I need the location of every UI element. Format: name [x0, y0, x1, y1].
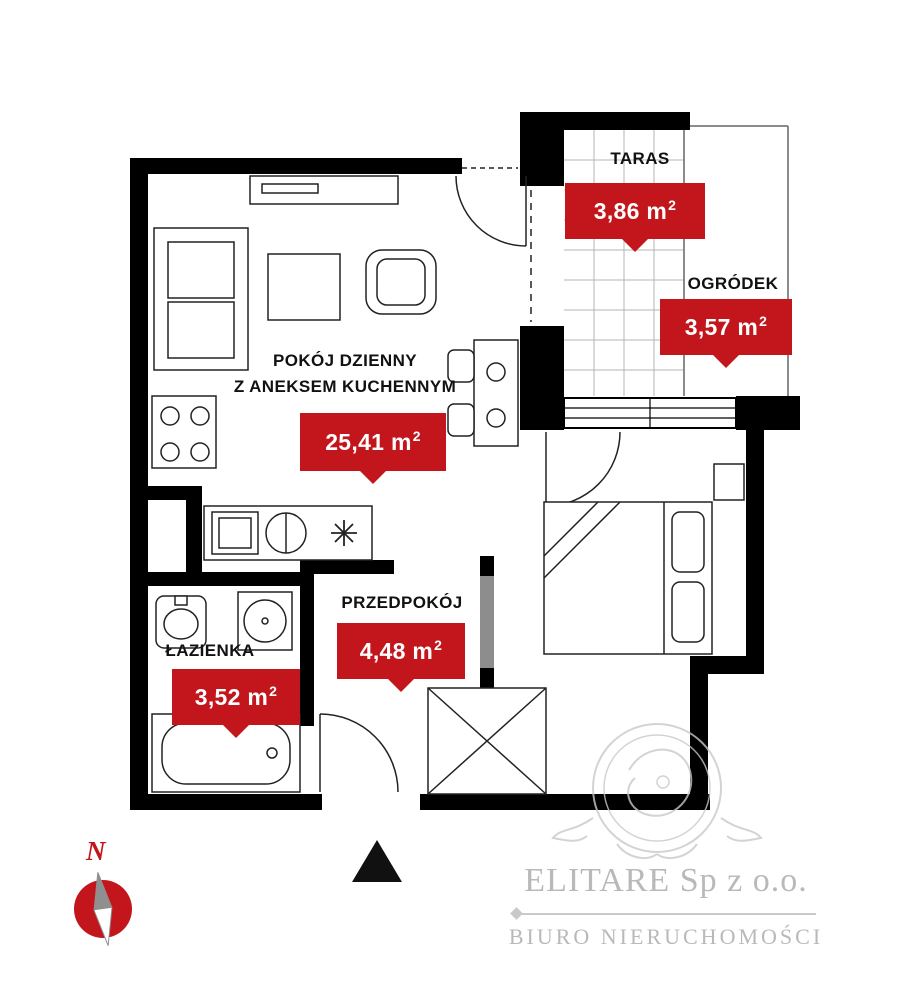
area-superscript: 2	[668, 197, 677, 213]
dining-table	[447, 339, 519, 447]
doors	[319, 167, 621, 793]
area-superscript: 2	[269, 683, 278, 699]
bathtub	[151, 713, 301, 793]
room-label-bathroom: ŁAZIENKA	[165, 641, 255, 660]
hall-divider	[480, 556, 494, 688]
entrance-marker	[352, 840, 402, 882]
kitchen-counter	[203, 505, 373, 561]
area-value: 3,57 m	[684, 313, 759, 340]
armchair	[365, 249, 437, 315]
watermark-emblem	[551, 723, 763, 860]
compass-north-label: N	[86, 836, 106, 866]
area-superscript: 2	[759, 313, 768, 329]
watermark-divider	[514, 913, 816, 915]
walls	[130, 112, 800, 810]
coffee-table	[267, 253, 341, 321]
washbasin	[155, 595, 207, 649]
area-superscript: 2	[434, 637, 443, 653]
terrace-window	[563, 397, 737, 429]
sofa	[153, 227, 249, 371]
bed	[543, 501, 713, 655]
area-value: 4,48 m	[359, 637, 434, 664]
area-value: 3,86 m	[593, 197, 668, 224]
room-label-living-room: POKÓJ DZIENNY Z ANEKSEM KUCHENNYM	[233, 351, 457, 397]
hob-symbol	[331, 520, 357, 546]
boiler	[237, 591, 293, 651]
furniture	[151, 175, 745, 795]
compass-rose	[74, 872, 132, 946]
area-superscript: 2	[412, 428, 421, 444]
area-value: 25,41 m	[325, 428, 412, 455]
watermark-company-name: ELITARE Sp z o.o.	[524, 862, 808, 899]
wardrobe	[427, 687, 547, 795]
room-label-hallway: PRZEDPOKÓJ	[341, 593, 463, 612]
room-label-taras: TARAS	[610, 149, 670, 168]
watermark-tagline: BIURO NIERUCHOMOŚCI	[508, 924, 824, 949]
room-label-ogrodek: OGRÓDEK	[687, 274, 779, 293]
bedside-table	[713, 463, 745, 501]
stove	[151, 395, 217, 469]
area-value: 3,52 m	[194, 683, 269, 710]
tv-cabinet	[249, 175, 399, 205]
